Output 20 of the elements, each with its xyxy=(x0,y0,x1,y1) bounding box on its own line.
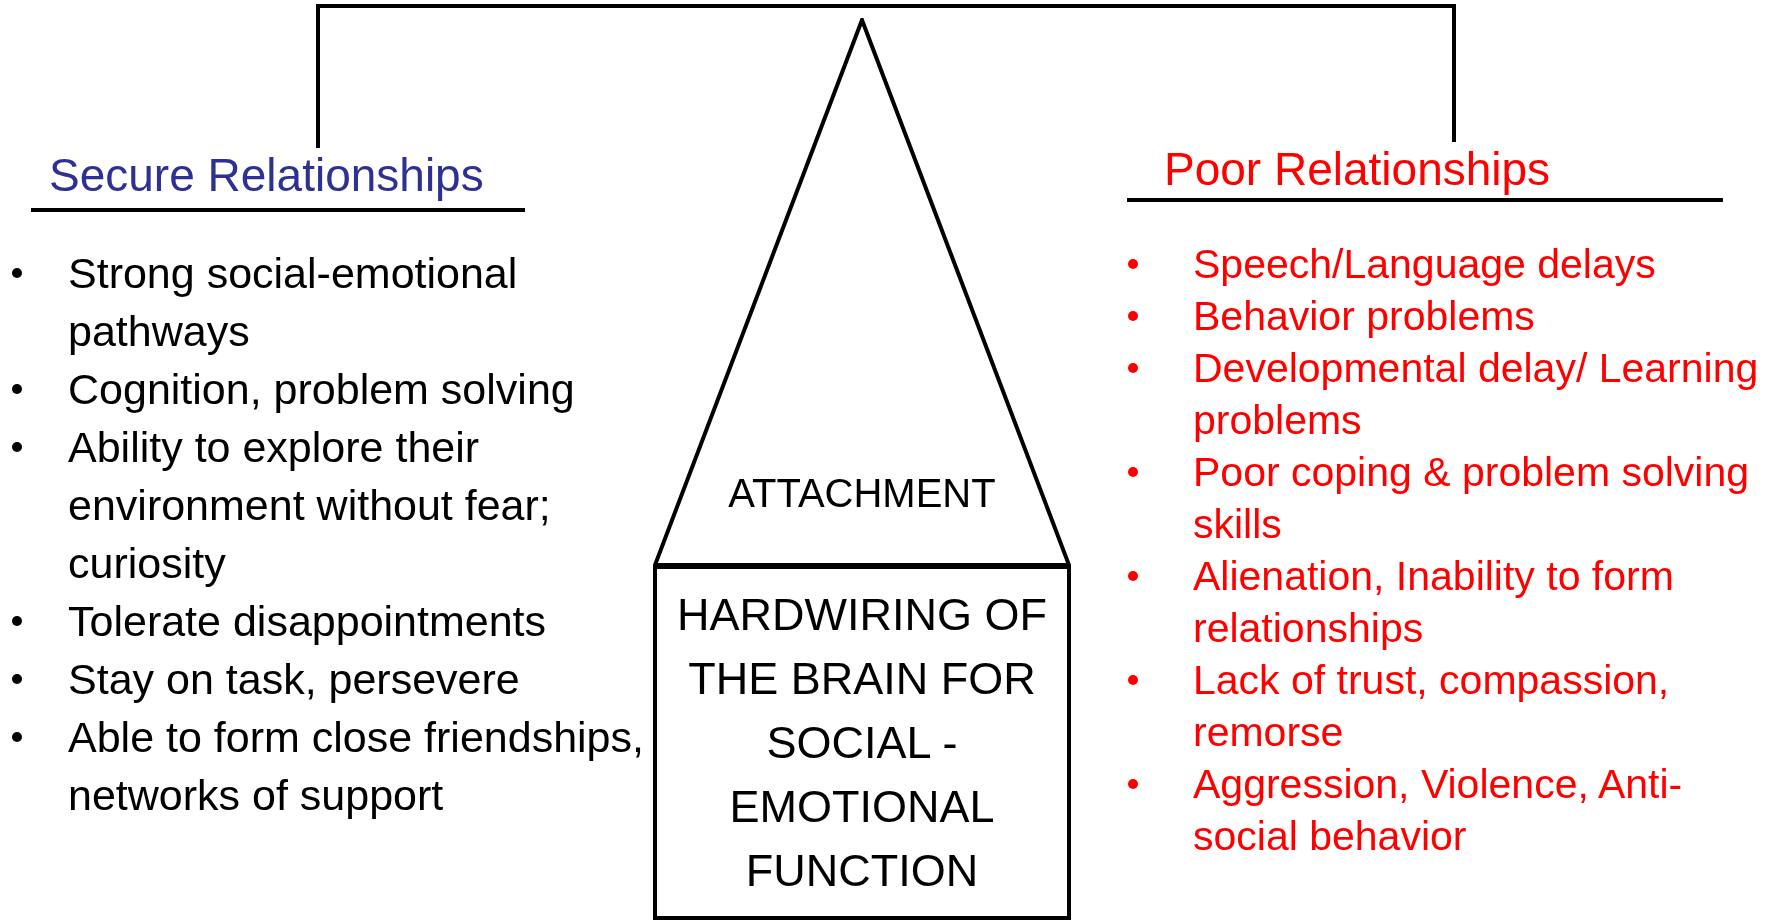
box-label: HARDWIRING OF THE BRAIN FOR SOCIAL - EMOTIONAL FUNCTION xyxy=(676,587,1048,898)
triangle-label: ATTACHMENT xyxy=(727,470,997,517)
bullet-item: Lack of trust, compassion, remorse xyxy=(1193,657,1670,755)
attachment-triangle xyxy=(653,18,1071,565)
brain-box xyxy=(653,565,1071,920)
heading: Secure Relationships xyxy=(49,148,484,202)
bullet-item: Behavior problems xyxy=(1193,293,1535,339)
bullet-item: Poor coping & problem solving skills xyxy=(1193,449,1750,547)
bullet-item: Stay on task, persevere xyxy=(68,655,520,703)
bullet-item: Ability to explore their environment without fear; curiosity xyxy=(68,423,551,587)
bullet-item: Alienation, Inability to form relationships xyxy=(1193,553,1674,651)
bullet-item: Strong social-emotional pathways xyxy=(68,249,518,355)
bullet-item: Developmental delay/ Learning problems xyxy=(1193,345,1759,443)
bullet-item: Aggression, Violence, Anti-social behavior xyxy=(1193,761,1683,859)
bullet-item: Speech/Language delays xyxy=(1193,241,1656,287)
balance-beam-line xyxy=(316,4,1456,148)
bullet-item: Tolerate disappointments xyxy=(68,597,547,645)
bullet-item: Able to form close friendships, networks of support xyxy=(68,713,644,819)
heading: Poor Relationships xyxy=(1164,142,1551,196)
bullet-item: Cognition, problem solving xyxy=(68,365,575,413)
